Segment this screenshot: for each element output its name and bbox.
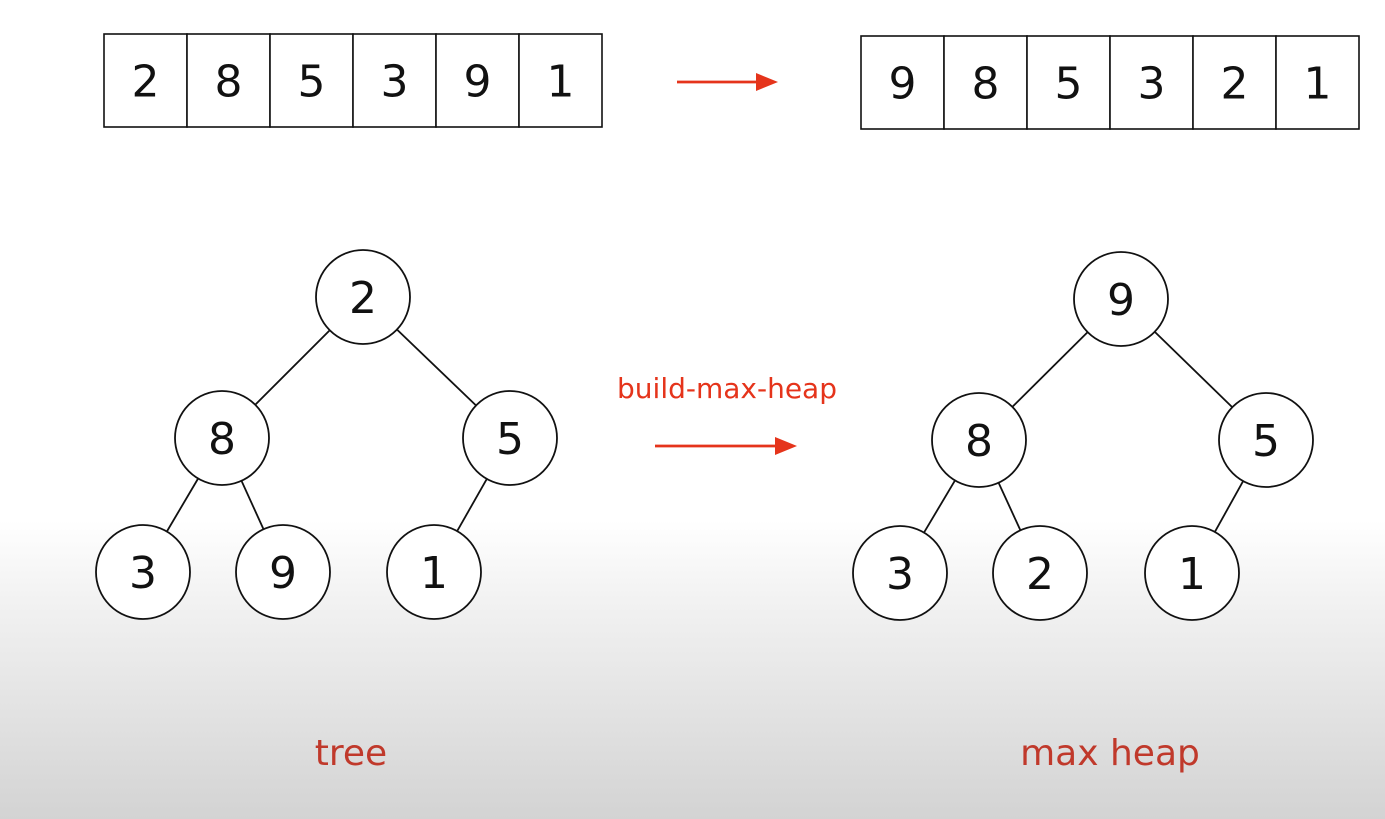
- array-cell-value: 2: [132, 57, 160, 108]
- tree-edge: [166, 478, 199, 532]
- tree-node-value: 3: [129, 548, 157, 599]
- tree-edge: [1154, 331, 1233, 408]
- array-arrow: [677, 73, 778, 91]
- tree-node: 2: [315, 249, 411, 345]
- heap-arrow: [655, 437, 797, 455]
- tree-edge: [1214, 480, 1244, 533]
- tree-node-value: 9: [1107, 275, 1135, 326]
- tree-node-value: 1: [420, 548, 448, 599]
- array-cell-value: 2: [1221, 59, 1249, 110]
- tree-node: 5: [1218, 392, 1314, 488]
- array-cell: 2: [1192, 35, 1277, 130]
- tree-node: 3: [852, 525, 948, 621]
- tree-edge: [254, 329, 331, 406]
- tree-node-circle: [315, 249, 411, 345]
- tree-node-value: 3: [886, 549, 914, 600]
- tree-node: 5: [462, 390, 558, 486]
- tree-node: 1: [386, 524, 482, 620]
- operation-label: build-max-heap: [617, 372, 837, 405]
- output-array: 9 8 5 3 2 1: [860, 35, 1360, 130]
- tree-node-value: 5: [1252, 416, 1280, 467]
- array-cell-value: 1: [1304, 59, 1332, 110]
- array-cell: 5: [269, 33, 354, 128]
- tree-node-circle: [1144, 525, 1240, 621]
- tree-node: 2: [992, 525, 1088, 621]
- array-cell-box: [269, 33, 354, 128]
- array-cell: 3: [1109, 35, 1194, 130]
- array-cell-box: [1192, 35, 1277, 130]
- tree-node: 3: [95, 524, 191, 620]
- array-cell: 9: [860, 35, 945, 130]
- array-cell-box: [435, 33, 520, 128]
- tree-edge: [396, 328, 477, 407]
- tree-edges: [166, 328, 488, 532]
- tree: 2 8 5 3 9 1: [95, 249, 558, 620]
- max-heap: 9 8 5 3 2 1: [852, 251, 1314, 621]
- array-cell-box: [1109, 35, 1194, 130]
- array-cell: 1: [518, 33, 603, 128]
- tree-node-circle: [931, 392, 1027, 488]
- max-heap-caption: max heap: [1020, 733, 1200, 774]
- tree-node-circle: [992, 525, 1088, 621]
- array-cell: 9: [435, 33, 520, 128]
- tree-node-circle: [462, 390, 558, 486]
- array-cell-box: [186, 33, 271, 128]
- tree-edge: [1011, 331, 1089, 408]
- tree-node: 1: [1144, 525, 1240, 621]
- array-cell: 2: [103, 33, 188, 128]
- tree-node-value: 9: [269, 548, 297, 599]
- array-cell-box: [518, 33, 603, 128]
- array-cell-value: 8: [215, 57, 243, 108]
- tree-edges: [923, 331, 1244, 534]
- array-cell-value: 9: [464, 57, 492, 108]
- array-cell-value: 3: [381, 57, 409, 108]
- array-cell-value: 5: [298, 57, 326, 108]
- heap-arrow-head: [775, 437, 797, 455]
- array-cell: 8: [943, 35, 1028, 130]
- tree-edge: [456, 478, 488, 532]
- tree-node-circle: [1218, 392, 1314, 488]
- tree-node-circle: [1073, 251, 1169, 347]
- tree-node-value: 1: [1178, 549, 1206, 600]
- tree-caption: tree: [315, 733, 387, 774]
- tree-node: 9: [1073, 251, 1169, 347]
- array-cell-value: 5: [1055, 59, 1083, 110]
- array-cell-box: [1275, 35, 1360, 130]
- array-cell-value: 8: [972, 59, 1000, 110]
- array-cell: 1: [1275, 35, 1360, 130]
- tree-node-circle: [852, 525, 948, 621]
- array-arrow-head: [756, 73, 778, 91]
- array-cell-box: [103, 33, 188, 128]
- array-cell-value: 9: [889, 59, 917, 110]
- array-cell: 5: [1026, 35, 1111, 130]
- array-cell-box: [1026, 35, 1111, 130]
- array-cell: 8: [186, 33, 271, 128]
- tree-edge: [240, 480, 265, 530]
- tree-node-value: 2: [1026, 549, 1054, 600]
- tree-node-circle: [95, 524, 191, 620]
- array-cell-value: 3: [1138, 59, 1166, 110]
- tree-node-circle: [235, 524, 331, 620]
- tree-node-value: 8: [208, 414, 236, 465]
- array-cell-value: 1: [547, 57, 575, 108]
- tree-node: 8: [931, 392, 1027, 488]
- tree-node-value: 5: [496, 414, 524, 465]
- tree-edge: [997, 482, 1022, 531]
- tree-edge: [923, 479, 956, 534]
- tree-node-circle: [174, 390, 270, 486]
- array-cell: 3: [352, 33, 437, 128]
- tree-node-circle: [386, 524, 482, 620]
- tree-node: 9: [235, 524, 331, 620]
- input-array: 2 8 5 3 9 1: [103, 33, 603, 128]
- tree-node-value: 8: [965, 416, 993, 467]
- tree-node: 8: [174, 390, 270, 486]
- tree-node-value: 2: [349, 273, 377, 324]
